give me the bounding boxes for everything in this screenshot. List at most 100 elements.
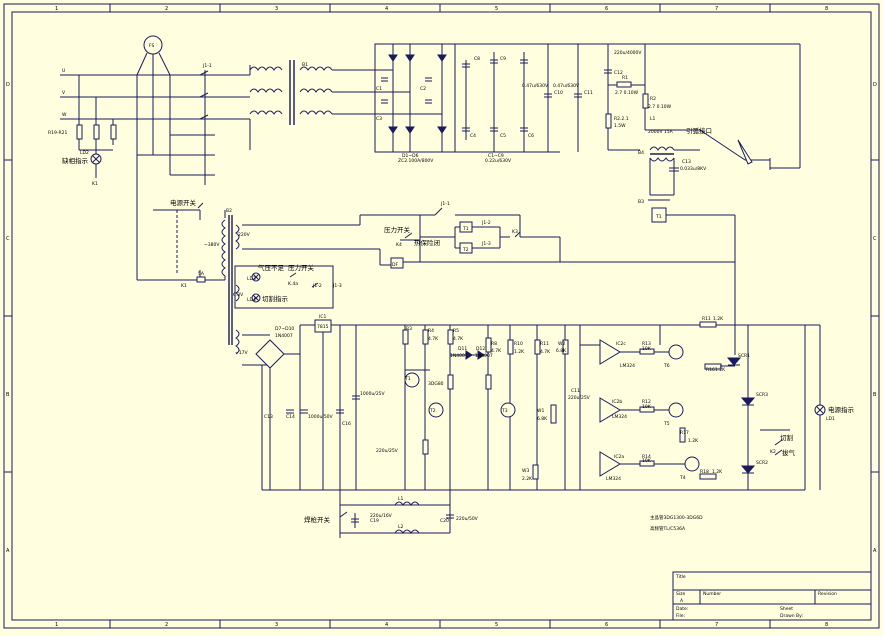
date-label: Date: — [676, 606, 688, 612]
ka-label: K4 — [396, 242, 402, 248]
cap-c4: C4 — [470, 133, 476, 139]
cut-lamp-label: 切割指示 — [262, 294, 289, 303]
drawn-label: Drawn By: — [780, 613, 803, 619]
c16-reg: C16 — [342, 421, 351, 427]
arc-interface-label: 引弧接口 — [686, 126, 712, 135]
c19-val: 220u/16V — [370, 513, 393, 519]
ld3-label: LD3 — [247, 276, 256, 282]
revision-label: Revision — [818, 591, 837, 597]
r18-val: 1.2K — [712, 469, 723, 475]
col-label-6-top: 6 — [605, 6, 608, 12]
c13-name: C13 — [682, 159, 691, 165]
inductor-l1: L1 — [398, 496, 404, 502]
r12-label: R12 — [642, 399, 651, 405]
cap-c9: C9 — [500, 56, 506, 62]
scr-section — [659, 321, 826, 490]
r11-out-val: 1.2K — [713, 316, 724, 322]
cap-c8: C8 — [474, 56, 480, 62]
cap-047-a: 0.47u/630V — [522, 83, 549, 89]
r14-val: 10K — [642, 458, 652, 464]
t6-label: T6 — [663, 363, 670, 369]
v380-label: ~380V — [204, 242, 220, 248]
c15-val: 1000u/25V — [360, 391, 386, 397]
d12-part: 1N4007 — [475, 353, 493, 359]
phase-k-label: K1 — [92, 181, 98, 187]
c21-val: 220u/25V — [376, 448, 399, 454]
fuse-label: 5A — [198, 271, 205, 277]
c13-val: 0.033u/8KV — [680, 166, 707, 172]
ld1-label: LD1 — [826, 416, 835, 422]
hf-val: 2000V 15A — [648, 129, 674, 135]
c14-reg: C14 — [286, 414, 295, 420]
t-in-b3: T1 — [655, 214, 662, 220]
column-ticks — [4, 4, 879, 628]
r11-ctrl: R11 — [540, 341, 549, 347]
t4-label: T4 — [679, 475, 686, 481]
c14-val: 1000u/50V — [308, 414, 334, 420]
r3-ctrl: R3 — [406, 326, 412, 332]
v6-label: 6.3V — [233, 292, 244, 298]
k1-switch-label: K1 — [181, 283, 187, 289]
regulator-name: IC1 — [319, 314, 326, 320]
col-label-4-top: 4 — [385, 6, 388, 12]
c20-name: C20 — [440, 518, 449, 524]
phase-resistor-label: R19-R21 — [48, 130, 67, 136]
cap-range: C1~C9 — [488, 153, 504, 159]
v17-label: ~17V — [235, 350, 248, 356]
scr3-label: SCR3 — [756, 392, 768, 398]
size-label: Size — [676, 591, 685, 597]
r8-ctrl-val: 4.7K — [491, 348, 502, 354]
j1-3-ctrl: J1-3 — [481, 241, 491, 247]
d7-d10-part: 1N4007 — [275, 333, 293, 339]
pressure-switch-label: 压力开关 — [384, 225, 411, 234]
fan-label: FS — [149, 43, 155, 49]
r13-label: R13 — [642, 341, 651, 347]
ic2a-label: IC2a — [614, 454, 624, 460]
thermal-label: 热保险闭 — [414, 238, 440, 247]
c11-reg-val: 220u/25V — [568, 395, 591, 401]
w2-label: W2 — [558, 341, 565, 347]
fan-motor: FS — [136, 35, 171, 76]
row-label-b-right: B — [873, 392, 877, 398]
col-label-5-top: 5 — [495, 6, 498, 12]
w3-label: W3 — [522, 468, 529, 474]
note-hf: 高频管TL/C536A — [650, 525, 686, 532]
ic2a-part: LM324 — [606, 476, 621, 482]
r16-val: 1.2K — [715, 367, 726, 373]
t2-relay-label: T2 — [462, 247, 469, 253]
cap-c11: C11 — [584, 90, 593, 96]
r1-name: R1 — [622, 75, 628, 81]
cap-c1: C1 — [376, 86, 382, 92]
ic2c-part: LM324 — [620, 363, 635, 369]
phase-v-label: V — [62, 90, 66, 96]
ic2b-label: IC2b — [612, 399, 622, 405]
j1-1-ctrl: J1-1 — [440, 201, 450, 207]
b2-label: B2 — [226, 208, 232, 214]
cap-c3: C3 — [376, 116, 382, 122]
diode-part: ZC2.100A/800V — [398, 158, 434, 164]
ic2b-part: LM324 — [612, 414, 627, 420]
r3-val: 1.5W — [614, 123, 626, 129]
r5-ctrl-val: 4.7K — [453, 336, 464, 342]
r11-out: R11 — [702, 316, 711, 322]
c12-name: C12 — [614, 70, 623, 76]
gas-mode-label: 拔气 — [782, 448, 796, 457]
row-label-b-left: B — [6, 392, 10, 398]
cap-part: 0.22u/630V — [485, 158, 512, 164]
col-label-5-bottom: 5 — [495, 622, 498, 628]
scr1-label: SCR1 — [738, 353, 750, 359]
d12-label: D12 — [476, 346, 485, 352]
diode-range: D1~D6 — [402, 153, 419, 159]
r4-ctrl: R4 — [428, 328, 434, 334]
row-label-c-left: C — [6, 236, 10, 242]
c22-val: 220u/50V — [456, 516, 479, 522]
number-label: Number — [703, 591, 721, 597]
pressure-switch2-label: 压力开关 — [288, 263, 315, 272]
c13-reg: C13 — [264, 414, 273, 420]
power-switch-section — [136, 185, 225, 283]
r10-ctrl-val: 1.2K — [514, 349, 525, 355]
r4-ctrl-val: 4.7K — [428, 336, 439, 342]
d7-d10-label: D7~D10 — [275, 326, 294, 332]
k2-label: K2 — [770, 449, 776, 455]
